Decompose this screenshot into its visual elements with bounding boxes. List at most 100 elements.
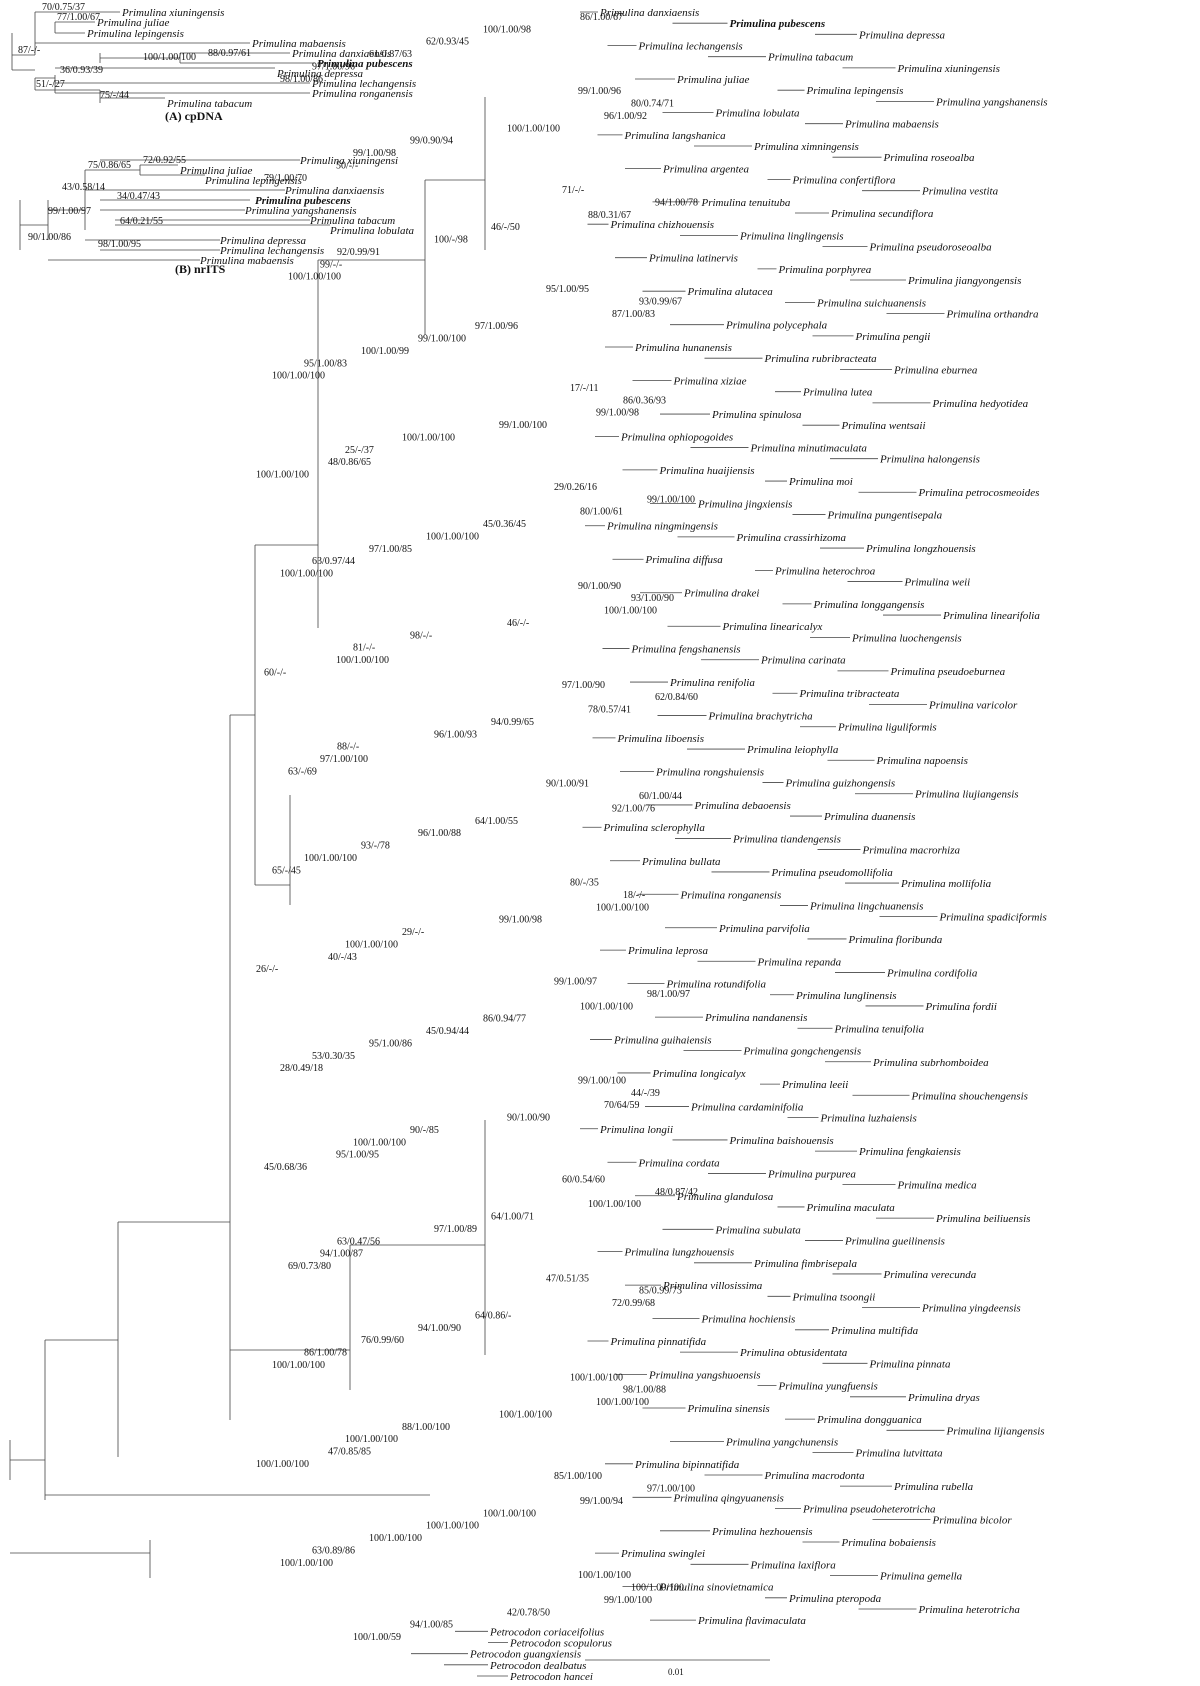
main-taxon: Primulina gemella	[879, 1570, 963, 1582]
main-taxon: Primulina baishouensis	[729, 1135, 834, 1147]
main-taxon: Primulina yangchunensis	[725, 1436, 838, 1448]
cpdna-taxon: Primulina juliae	[96, 17, 170, 29]
main-taxon: Primulina rubella	[893, 1481, 974, 1493]
main-support: 97/1.00/96	[475, 321, 518, 332]
main-support: 100/1.00/100	[336, 655, 389, 666]
main-support: 100/1.00/100	[304, 853, 357, 864]
main-support: 96/1.00/93	[434, 729, 477, 740]
main-taxon: Primulina lechangensis	[638, 41, 743, 53]
main-taxon: Primulina huaijiensis	[659, 465, 755, 477]
nrits-taxon: Primulina mabaensis	[199, 255, 294, 267]
main-taxon: Primulina pengii	[855, 331, 931, 343]
main-support: 71/-/-	[562, 185, 584, 196]
main-taxon: Primulina rongshuiensis	[655, 766, 764, 778]
main-taxon: Primulina fengshanensis	[631, 644, 741, 656]
main-taxon: Primulina xiziae	[673, 376, 747, 388]
main-taxon: Petrocodon coriaceifolius	[489, 1626, 604, 1638]
main-support: 100/1.00/100	[280, 568, 333, 579]
main-taxon: Primulina lingchuanensis	[809, 900, 923, 912]
main-support: 94/1.00/85	[410, 1620, 453, 1631]
main-support: 96/1.00/88	[418, 828, 461, 839]
main-taxon: Primulina yungfuensis	[778, 1381, 878, 1393]
main-support: 88/0.31/67	[588, 210, 631, 221]
main-taxon: Petrocodon scopulorus	[509, 1637, 612, 1649]
main-support: 62/0.84/60	[655, 692, 698, 703]
main-taxon: Primulina shouchengensis	[911, 1090, 1028, 1102]
cpdna-support: 36/0.93/39	[60, 65, 103, 76]
main-support: 100/1.00/100	[499, 1409, 552, 1420]
main-support: 99/1.00/98	[596, 408, 639, 419]
main-support: 96/1.00/92	[604, 111, 647, 122]
main-support: 97/1.00/89	[434, 1224, 477, 1235]
main-taxon: Primulina bicolor	[932, 1515, 1013, 1527]
main-taxon: Primulina debaoensis	[694, 800, 791, 812]
nrits-taxon: Primulina lepingensis	[204, 175, 302, 187]
main-taxon: Primulina multifida	[830, 1325, 919, 1337]
main-support: 46/-/-	[507, 618, 529, 629]
main-support: 60/0.54/60	[562, 1174, 605, 1185]
main-taxon: Primulina crassirhizoma	[736, 532, 847, 544]
nrits-support: 75/0.86/65	[88, 160, 131, 171]
main-support: 100/1.00/99	[361, 346, 409, 357]
main-support: 81/-/-	[353, 643, 375, 654]
main-taxon: Primulina depressa	[858, 29, 946, 41]
main-taxon: Primulina macrorhiza	[862, 845, 961, 857]
main-support: 86/1.00/78	[304, 1348, 347, 1359]
main-support: 64/1.00/55	[475, 816, 518, 827]
main-taxon: Primulina ximningensis	[753, 141, 859, 153]
main-support: 97/1.00/100	[320, 754, 368, 765]
main-taxon: Primulina guizhongensis	[785, 778, 896, 790]
main-taxon: Primulina secundiflora	[830, 208, 934, 220]
main-support: 93/0.99/67	[639, 296, 682, 307]
main-support: 76/0.99/60	[361, 1335, 404, 1346]
main-taxon: Primulina yangshuoensis	[648, 1369, 761, 1381]
main-taxon: Primulina petrocosmeoides	[918, 487, 1040, 499]
main-support: 70/64/59	[604, 1100, 640, 1111]
main-taxon: Primulina yingdeensis	[921, 1302, 1021, 1314]
main-taxon: Primulina guihaiensis	[613, 1034, 711, 1046]
cpdna-support: 77/1.00/67	[57, 12, 100, 23]
main-support: 98/-/-	[410, 630, 432, 641]
main-taxon: Primulina wentsaii	[841, 420, 926, 432]
cpdna-taxon: Primulina mabaensis	[251, 38, 346, 50]
main-taxon: Primulina verecunda	[883, 1269, 977, 1281]
main-taxon: Primulina duanensis	[823, 811, 915, 823]
main-taxon: Primulina gueilinensis	[844, 1235, 945, 1247]
main-taxon: Primulina suichuanensis	[816, 297, 926, 309]
main-support: 99/1.00/100	[647, 494, 695, 505]
main-support: 63/0.47/56	[337, 1236, 380, 1247]
main-support: 94/0.99/65	[491, 717, 534, 728]
main-support: 95/1.00/83	[304, 358, 347, 369]
main-support: 94/1.00/90	[418, 1323, 461, 1334]
main-taxon: Primulina subrhomboidea	[872, 1057, 989, 1069]
cpdna-taxon: Primulina depressa	[276, 68, 364, 80]
main-support: 61/0.87/63	[369, 49, 412, 60]
nrits-taxon: Primulina tabacum	[309, 215, 395, 227]
nrits-taxon: Primulina pubescens	[255, 195, 351, 207]
main-taxon: Primulina renifolia	[669, 677, 755, 689]
nrits-support: 64/0.21/55	[120, 216, 163, 227]
nrits-taxon: Primulina xiuningensi	[299, 155, 398, 167]
main-taxon: Primulina porphyrea	[778, 264, 872, 276]
main-support: 100/1.00/100	[578, 1570, 631, 1581]
main-support: 80/0.74/71	[631, 99, 674, 110]
main-taxon: Primulina mollifolia	[900, 878, 992, 890]
main-taxon: Primulina yangshanensis	[935, 96, 1048, 108]
main-support: 100/1.00/100	[596, 902, 649, 913]
main-taxon: Primulina mabaensis	[844, 119, 939, 131]
main-taxon: Primulina spadiciformis	[939, 912, 1047, 924]
main-taxon: Primulina tribracteata	[799, 688, 900, 700]
main-taxon: Primulina ophiopogoides	[620, 431, 733, 443]
main-taxon: Primulina tiandengensis	[732, 833, 841, 845]
main-taxon: Primulina bipinnatifida	[634, 1459, 740, 1471]
main-taxon: Primulina xiuningensis	[897, 63, 1000, 75]
main-support: 100/1.00/100	[353, 1137, 406, 1148]
main-taxon: Primulina dongguanica	[816, 1414, 922, 1426]
main-taxon: Primulina rotundifolia	[666, 979, 767, 991]
main-support: 60/1.00/44	[639, 791, 682, 802]
nrits-taxon: Primulina danxiaensis	[284, 185, 384, 197]
main-taxon: Primulina lobulata	[715, 108, 801, 120]
main-support: 85/1.00/100	[554, 1471, 602, 1482]
main-support: 99/1.00/100	[604, 1595, 652, 1606]
